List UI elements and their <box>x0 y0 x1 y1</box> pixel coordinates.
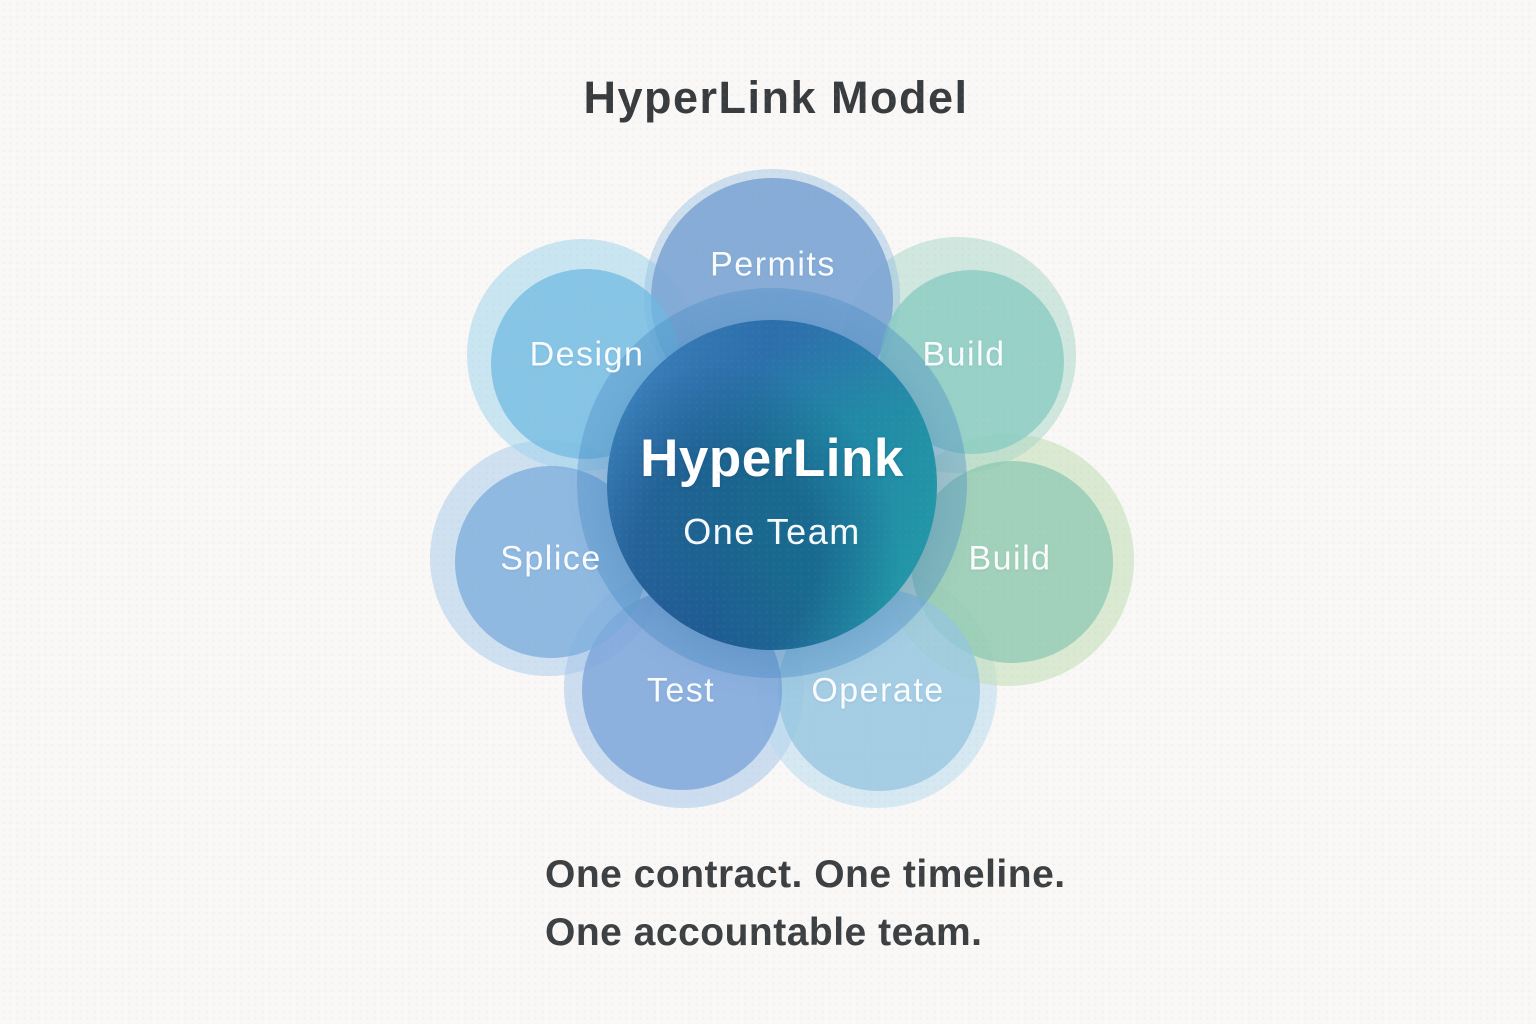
petal-label-design: Design <box>529 335 645 374</box>
center-circle <box>607 320 937 650</box>
petal-label-operate: Operate <box>811 671 945 710</box>
tagline-line-1: One contract. One timeline. <box>545 853 1066 896</box>
center-title: HyperLink <box>640 429 904 488</box>
petal-label-build-right: Build <box>968 539 1052 578</box>
petal-label-permits: Permits <box>710 245 836 284</box>
petal-label-test: Test <box>646 671 716 710</box>
center-subtitle: One Team <box>683 511 861 552</box>
petal-label-build-top: Build <box>922 335 1006 374</box>
page-title: HyperLink Model <box>583 72 969 123</box>
center-text-block: HyperLink One Team <box>562 428 982 553</box>
tagline: One contract. One timeline. One accounta… <box>545 846 1066 962</box>
tagline-line-2: One accountable team. <box>545 911 983 954</box>
petal-label-splice: Splice <box>500 539 602 578</box>
